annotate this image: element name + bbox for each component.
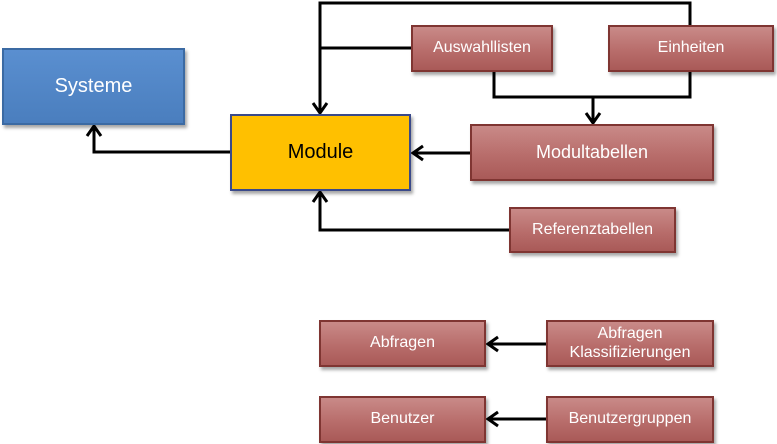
node-auswahllisten-label: Auswahllisten: [433, 39, 531, 57]
node-abfragen-klassifizierungen-line2: Klassifizierungen: [569, 343, 691, 361]
node-auswahllisten: Auswahllisten: [411, 25, 553, 72]
node-abfragen-klassifizierungen: Abfragen Klassifizierungen: [546, 320, 714, 367]
arrowhead-abfragen: [485, 335, 499, 353]
node-referenztabellen: Referenztabellen: [509, 207, 676, 253]
node-systeme: Systeme: [2, 48, 185, 125]
node-abfragen-label: Abfragen: [370, 334, 435, 352]
node-module-label: Module: [287, 141, 354, 163]
node-modultabellen: Modultabellen: [470, 124, 714, 181]
node-abfragen: Abfragen: [319, 320, 486, 367]
arrowhead-module-right: [410, 144, 424, 162]
arrowhead-benutzer: [485, 410, 499, 428]
node-modultabellen-label: Modultabellen: [535, 142, 649, 163]
connector-einheiten-to-module: [318, 1, 692, 113]
node-systeme-label: Systeme: [54, 75, 133, 97]
node-einheiten: Einheiten: [608, 25, 774, 72]
connector-module-to-systeme: [92, 126, 230, 154]
arrowhead-modultabellen: [584, 112, 602, 126]
connector-referenz-to-module: [318, 192, 509, 232]
node-referenztabellen-label: Referenztabellen: [532, 220, 653, 238]
arrowhead-module-bottom: [311, 189, 329, 203]
node-abfragen-klassifizierungen-line1: Abfragen: [597, 325, 663, 343]
connector-lists-to-modultabellen: [492, 72, 692, 123]
node-benutzergruppen-label: Benutzergruppen: [568, 410, 692, 428]
node-module: Module: [230, 114, 411, 191]
node-einheiten-label: Einheiten: [657, 39, 725, 57]
node-benutzer: Benutzer: [319, 396, 486, 443]
arrowhead-module-top: [311, 102, 329, 116]
node-benutzergruppen: Benutzergruppen: [546, 396, 714, 443]
node-benutzer-label: Benutzer: [370, 410, 435, 428]
arrowhead-systeme: [85, 123, 103, 137]
